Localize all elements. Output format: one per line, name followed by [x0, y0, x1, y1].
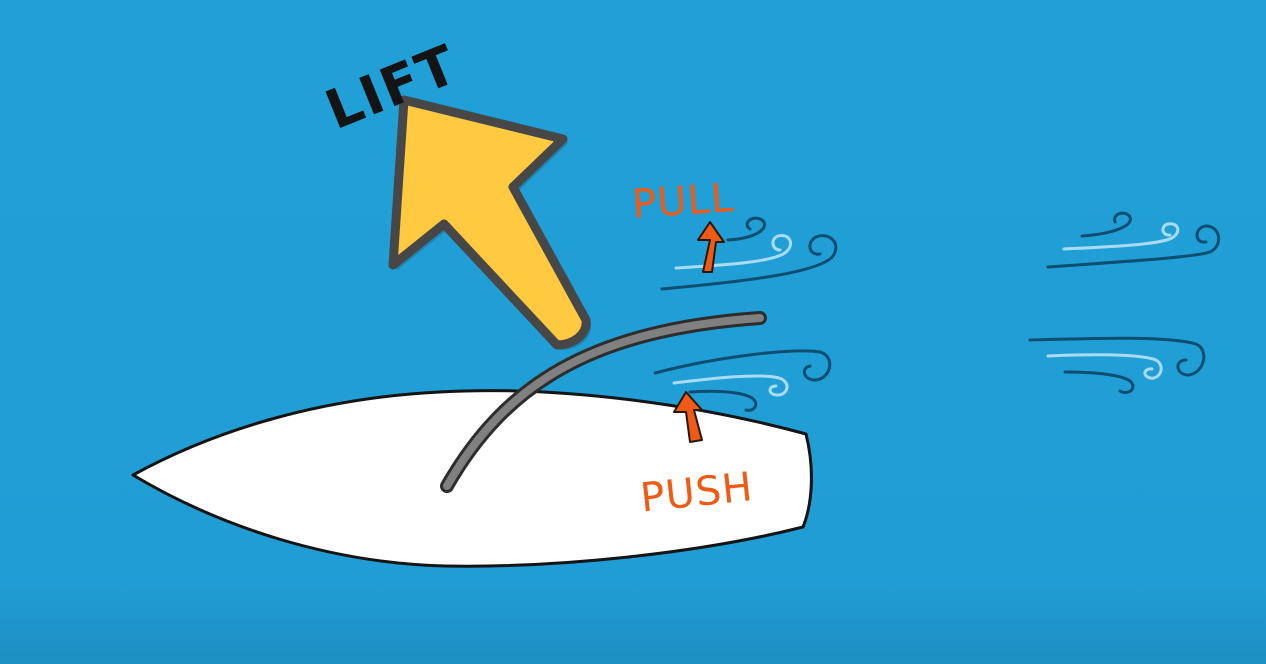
- wind-lines-right-lower: [1028, 336, 1206, 395]
- wind-lines-lower: [653, 349, 832, 412]
- boat-hull: [131, 389, 813, 568]
- wind-lines-upper: [660, 216, 838, 291]
- lift-arrow: [388, 95, 592, 350]
- pull-label: PULL: [631, 175, 736, 228]
- pull-arrow: [697, 221, 725, 273]
- wind-lines-right-upper: [1046, 211, 1221, 269]
- push-arrow: [673, 391, 703, 443]
